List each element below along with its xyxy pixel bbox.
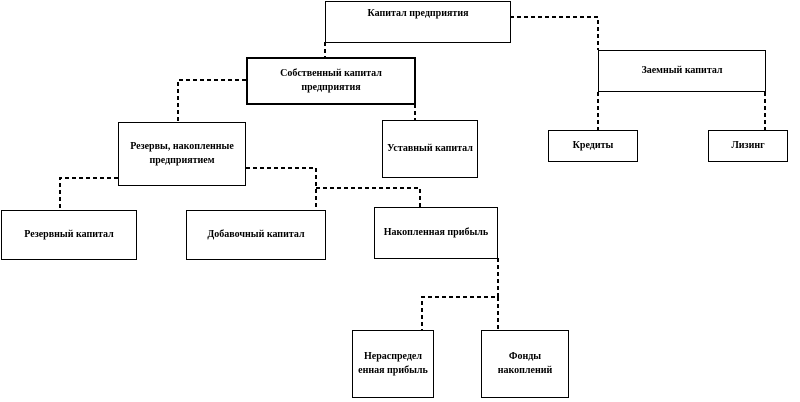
node-own-capital: Собственный капитал предприятия [246,57,416,105]
node-borrowed-capital-label: Заемный капитал [641,65,723,76]
node-charter-capital-label: Уставный капитал [387,143,473,154]
connector-reserves-accumulated-profit [316,187,421,207]
connector-own-capital-reserves [177,79,246,122]
connector-capital-borrowed-capital [510,16,599,50]
node-credits: Кредиты [548,130,638,162]
node-accumulation-funds-label: Фонды накоплений [497,351,553,376]
node-reserve-capital: Резервный капитал [1,210,137,260]
connector-accumulated-profit-retained-earnings [421,258,499,330]
node-credits-label: Кредиты [572,140,614,151]
node-own-capital-label: Собственный капитал предприятия [280,68,382,93]
node-accumulation-funds: Фонды накоплений [481,330,569,398]
node-retained-earnings: Нераспредел енная прибыль [352,330,434,398]
connector-reserves-reserve-capital [59,177,118,210]
node-reserves: Резервы, накопленные предприятием [118,122,246,186]
node-reserve-capital-label: Резервный капитал [24,229,114,240]
node-accumulated-profit: Накопленная прибыль [374,207,498,259]
node-additional-capital: Добавочный капитал [186,210,326,260]
node-additional-capital-label: Добавочный капитал [207,229,305,240]
node-reserves-label: Резервы, накопленные предприятием [130,141,234,166]
node-charter-capital: Уставный капитал [382,120,478,178]
node-leasing-label: Лизинг [731,140,765,151]
node-capital: Капитал предприятия [325,1,511,43]
connector-reserves-additional-capital [246,167,317,210]
node-accumulated-profit-label: Накопленная прибыль [383,227,489,238]
node-leasing: Лизинг [708,130,788,162]
node-borrowed-capital: Заемный капитал [598,50,766,92]
node-retained-earnings-label: Нераспредел енная прибыль [358,351,428,376]
node-capital-label: Капитал предприятия [367,8,469,19]
